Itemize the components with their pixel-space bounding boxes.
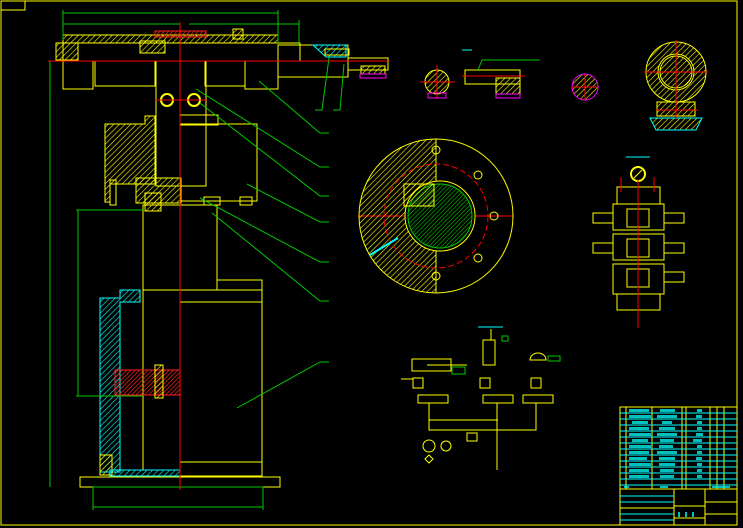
- valve-manifold-view: [592, 156, 685, 328]
- detail-views-top: [420, 40, 708, 131]
- title-block: [619, 406, 738, 526]
- hydraulic-schematic: [401, 326, 561, 470]
- parts-list-rows: [620, 412, 737, 521]
- dimension-lines: [48, 10, 345, 510]
- parts-list-text-blocks: [624, 409, 730, 517]
- circular-section-view: [358, 138, 514, 294]
- main-assembly-section-view: [55, 28, 389, 508]
